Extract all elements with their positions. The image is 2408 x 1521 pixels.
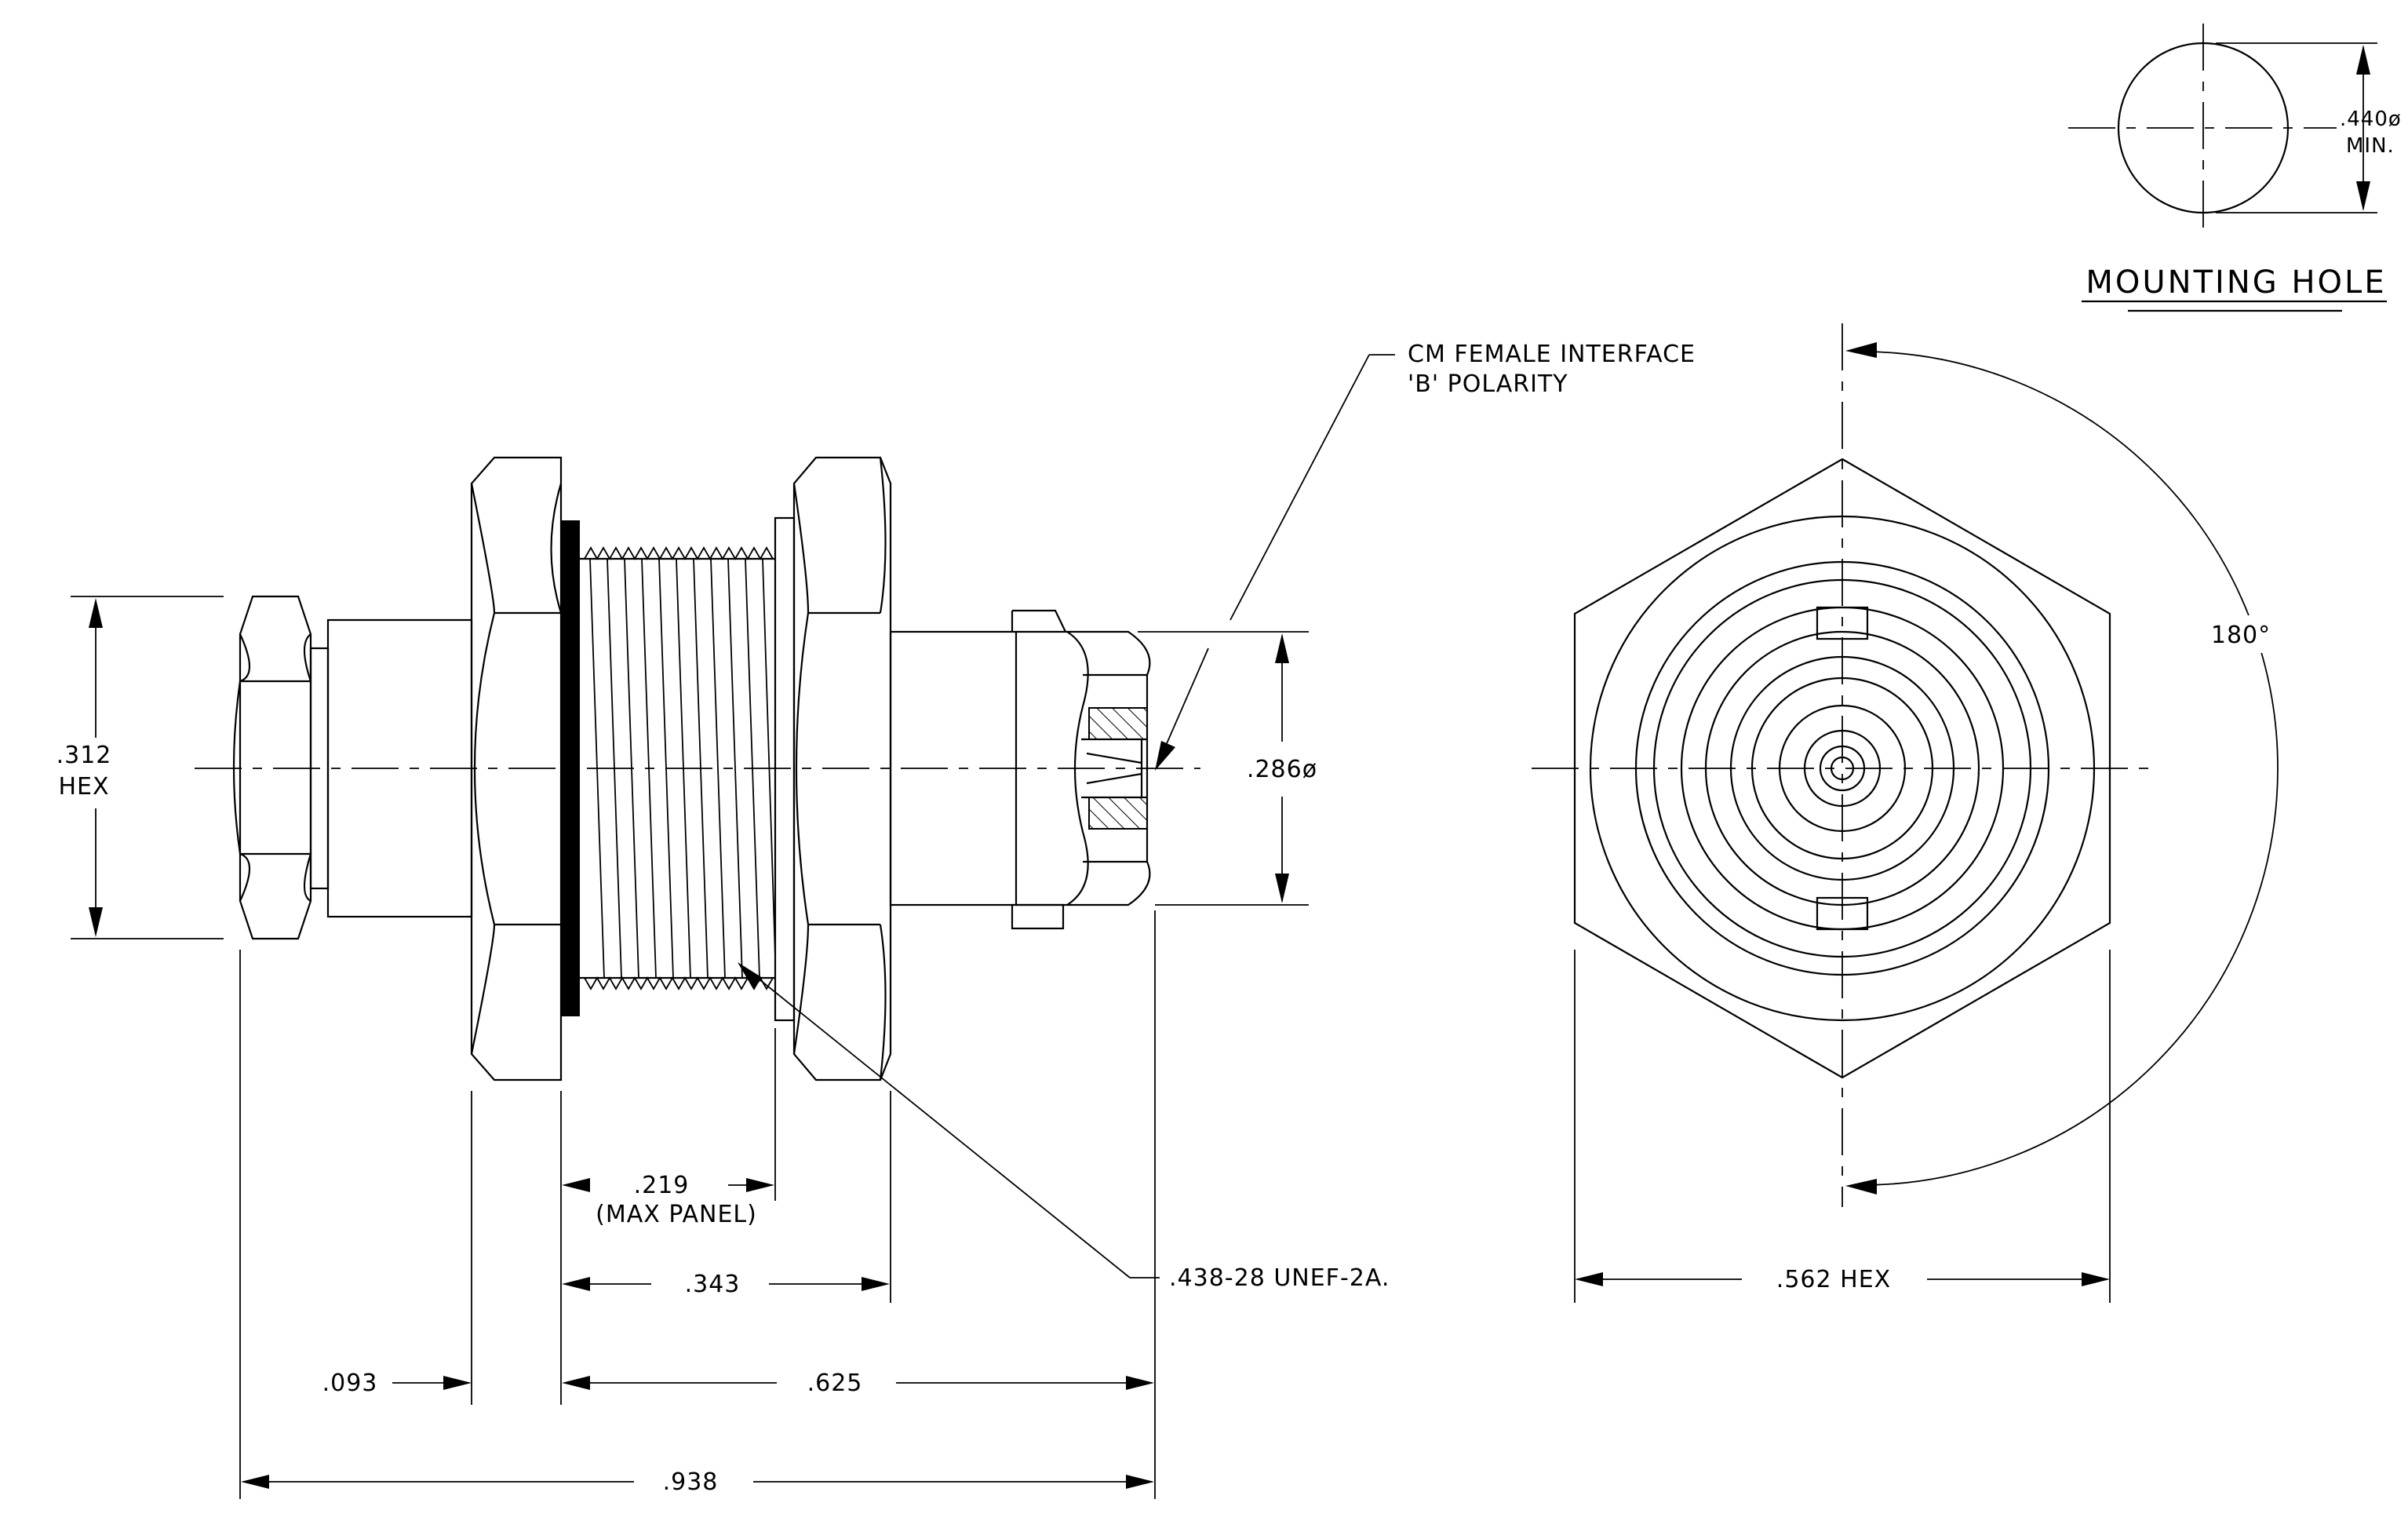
thread-spec-label: .438-28 UNEF-2A. [1169, 1264, 1390, 1292]
dim-312-value: .312 [56, 742, 112, 769]
dim-938: .938 [241, 1468, 1154, 1496]
angle-180-value: 180° [2211, 622, 2271, 649]
dim-343-value: .343 [685, 1271, 741, 1298]
dim-286-value: .286ø [1247, 756, 1317, 783]
interface-end [1011, 609, 1151, 930]
side-view: .312 HEX .286ø CM FEMALE INTERFACE 'B' P… [56, 341, 1696, 1499]
front-hex-nut [792, 456, 892, 1081]
dim-312-hex: .312 HEX [56, 596, 224, 939]
dim-312-hex-word: HEX [58, 773, 109, 801]
dim-219-note: (MAX PANEL) [596, 1201, 757, 1228]
mounting-hole-view: .440ø MIN. MOUNTING HOLE [2068, 24, 2402, 312]
interface-leader: CM FEMALE INTERFACE 'B' POLARITY [1155, 341, 1696, 771]
dim-180-angle: 180° [1845, 342, 2279, 1195]
hex-562-value: .562 HEX [1776, 1266, 1891, 1293]
dim-219-value: .219 [634, 1172, 690, 1199]
dim-219: .219 (MAX PANEL) [562, 1172, 774, 1228]
front-view: 180° .562 HEX [1532, 323, 2279, 1303]
threaded-section [580, 516, 796, 1022]
interface-label-line1: CM FEMALE INTERFACE [1408, 341, 1696, 368]
dim-093: .093 [322, 1370, 472, 1397]
dim-093-value: .093 [322, 1370, 378, 1397]
interface-label-line2: 'B' POLARITY [1408, 370, 1568, 398]
dim-625-value: .625 [807, 1370, 863, 1397]
rear-hex-nut [232, 595, 330, 940]
thread-leader: .438-28 UNEF-2A. [738, 962, 1390, 1292]
dim-343: .343 [562, 1271, 890, 1298]
mounting-hole-diameter: .440ø [2340, 108, 2402, 131]
mounting-hole-title: MOUNTING HOLE [2086, 264, 2386, 301]
front-hex-outline [1573, 458, 2111, 1079]
dim-938-value: .938 [663, 1468, 719, 1496]
dim-562-hex: .562 HEX [1574, 950, 2111, 1303]
dim-286-dia: .286ø [1138, 631, 1317, 906]
mounting-hole-min: MIN. [2346, 134, 2395, 158]
panel-washer [561, 520, 580, 1016]
front-body [889, 630, 1018, 906]
dim-625: .625 [562, 1370, 1154, 1397]
flange-hex-nut [470, 456, 563, 1081]
